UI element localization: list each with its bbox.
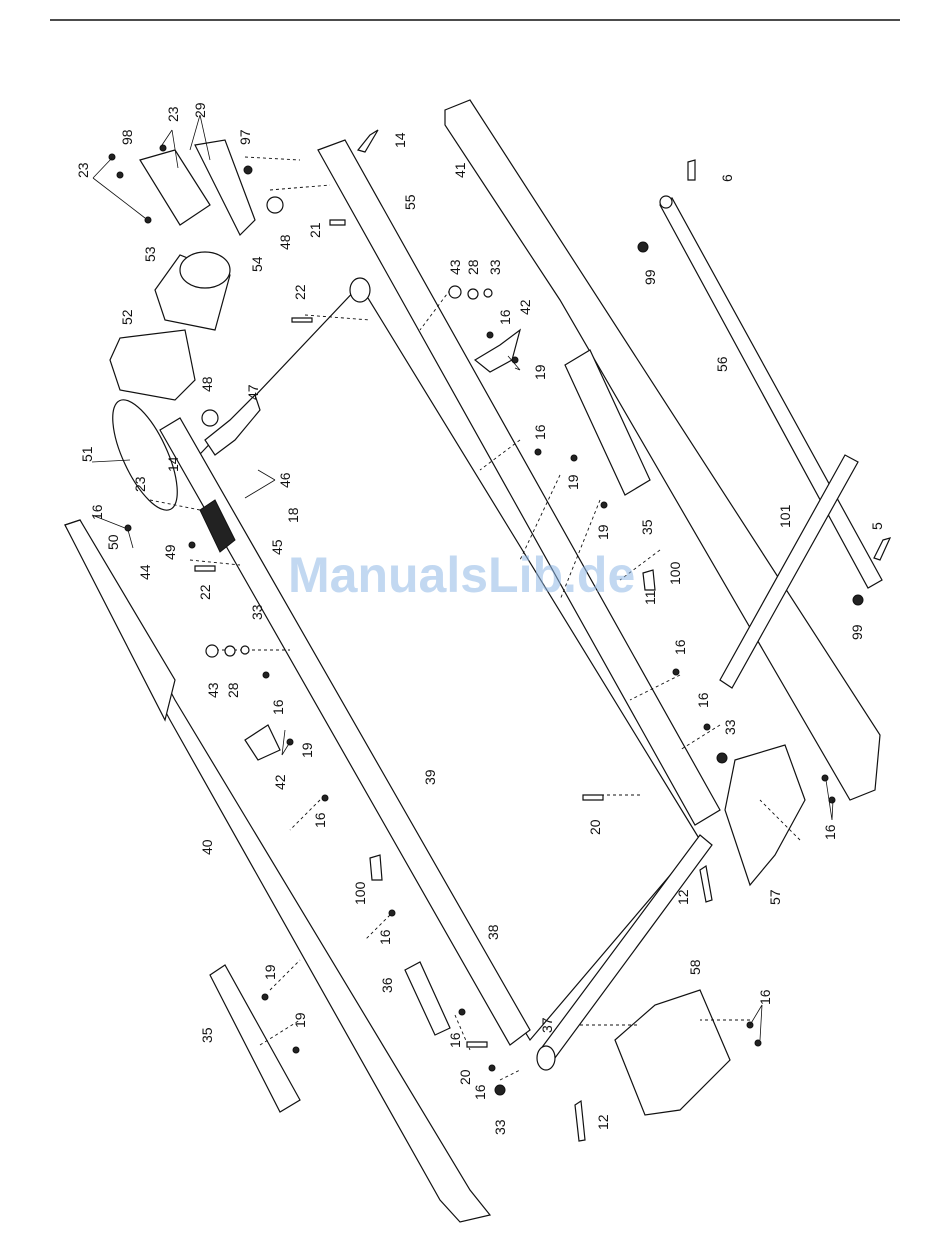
part-label: 39 <box>422 769 438 785</box>
part-label: 57 <box>767 889 783 905</box>
part-label: 11 <box>642 590 658 605</box>
front-roller-end <box>350 278 370 302</box>
part-label: 33 <box>249 604 265 620</box>
part-label: 47 <box>245 384 261 400</box>
part-label: 46 <box>277 472 293 488</box>
motor-plate <box>195 140 255 235</box>
part-label: 38 <box>485 924 501 940</box>
part-label: 20 <box>457 1069 473 1085</box>
watermark: ManualsLib.de <box>288 547 635 603</box>
part-label: 23 <box>132 476 148 492</box>
part-label: 14 <box>392 132 408 148</box>
part-label: 19 <box>299 742 315 758</box>
part-label: 19 <box>262 964 278 980</box>
part-label: 28 <box>465 259 481 275</box>
part-label: 23 <box>165 106 181 122</box>
part-label: 14 <box>165 456 181 472</box>
part-label: 16 <box>377 929 393 945</box>
part-label: 99 <box>642 269 658 285</box>
part-label: 99 <box>849 624 865 640</box>
part-label: 33 <box>492 1119 508 1135</box>
part-label: 19 <box>292 1012 308 1028</box>
part-label: 42 <box>272 774 288 790</box>
part-label: 50 <box>105 534 121 550</box>
part-label: 36 <box>379 977 395 993</box>
part-label: 52 <box>119 309 135 325</box>
part-label: 49 <box>162 544 178 560</box>
part-label: 16 <box>672 639 688 655</box>
part-label: 6 <box>719 174 735 182</box>
part-label: 56 <box>714 356 730 372</box>
part-label: 19 <box>532 364 548 380</box>
part-label: 42 <box>517 299 533 315</box>
part-label: 12 <box>675 889 691 905</box>
part-label: 100 <box>667 561 683 585</box>
part-label: 28 <box>225 682 241 698</box>
part-label: 22 <box>292 284 308 300</box>
part-label: 33 <box>487 259 503 275</box>
part-label: 35 <box>639 519 655 535</box>
part-label: 58 <box>687 959 703 975</box>
bracket-42-left <box>245 725 280 760</box>
part-label: 21 <box>307 222 323 238</box>
crossbar-end <box>660 196 672 208</box>
part-label: 55 <box>402 194 418 210</box>
motor-bracket-box <box>140 150 210 225</box>
part-label: 12 <box>595 1114 611 1130</box>
part-label: 16 <box>270 699 286 715</box>
part-label: 16 <box>472 1084 488 1100</box>
part-label: 29 <box>192 102 208 118</box>
left-foot-rail <box>210 965 300 1112</box>
part-label: 16 <box>447 1032 463 1048</box>
part-label: 53 <box>142 246 158 262</box>
part-label: 51 <box>79 446 95 462</box>
rear-roller-end <box>537 1046 555 1070</box>
part-label: 19 <box>565 474 581 490</box>
part-label: 18 <box>285 507 301 523</box>
right-end-cap <box>725 745 805 885</box>
motor-hood <box>110 330 195 400</box>
part-label: 37 <box>539 1017 555 1033</box>
part-label: 22 <box>197 584 213 600</box>
part-label: 54 <box>249 256 265 272</box>
part-label: 16 <box>695 692 711 708</box>
part-label: 48 <box>277 234 293 250</box>
part-label: 97 <box>237 129 253 145</box>
part-label: 43 <box>205 682 221 698</box>
part-label: 23 <box>75 162 91 178</box>
bracket-42-right <box>475 330 520 372</box>
part-label: 16 <box>757 989 773 1005</box>
part-label: 16 <box>532 424 548 440</box>
part-label: 44 <box>137 564 153 580</box>
decal <box>405 962 450 1035</box>
part-label: 16 <box>89 504 105 520</box>
part-label: 20 <box>587 819 603 835</box>
part-label: 48 <box>199 376 215 392</box>
part-label: 33 <box>722 719 738 735</box>
part-label: 35 <box>199 1027 215 1043</box>
part-label: 16 <box>312 812 328 828</box>
part-label: 40 <box>199 839 215 855</box>
part-label: 5 <box>869 522 885 530</box>
bearing-48-upper <box>267 197 283 213</box>
part-label: 45 <box>269 539 285 555</box>
part-label: 101 <box>777 504 793 528</box>
left-end-cap <box>615 990 730 1115</box>
part-label: 100 <box>352 881 368 905</box>
bearing-48-lower <box>202 410 218 426</box>
part-label: 16 <box>497 309 513 325</box>
part-label: 43 <box>447 259 463 275</box>
motor-fan <box>180 252 230 288</box>
part-label: 19 <box>595 524 611 540</box>
part-label: 98 <box>119 129 135 145</box>
part-label: 41 <box>452 162 468 178</box>
part-label: 16 <box>822 824 838 840</box>
